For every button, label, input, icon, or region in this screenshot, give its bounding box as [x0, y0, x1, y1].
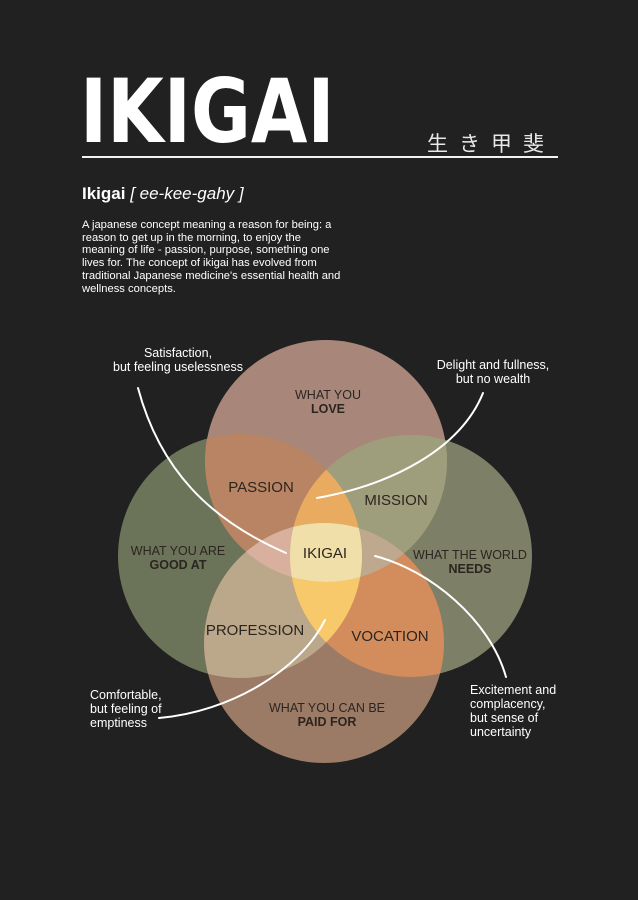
- label-passion: PASSION: [228, 479, 294, 496]
- annotation-top-left: Satisfaction, but feeling uselessness: [80, 346, 276, 374]
- term-description: A japanese concept meaning a reason for …: [82, 219, 341, 295]
- label-mission: MISSION: [364, 492, 427, 509]
- connector-top-right: [316, 392, 484, 499]
- label-good-at-line2: GOOD AT: [150, 558, 207, 572]
- title-divider: [82, 156, 558, 158]
- annotation-bottom-left: Comfortable, but feeling of emptiness: [90, 688, 200, 730]
- annotation-top-left-line2: but feeling uselessness: [113, 360, 243, 374]
- annotation-bottom-left-line3: emptiness: [90, 716, 147, 730]
- annotation-bottom-right-line1: Excitement and: [470, 683, 557, 697]
- annotation-top-right: Delight and fullness, but no wealth: [428, 358, 558, 386]
- annotation-bottom-right-line3: but sense of: [470, 711, 539, 725]
- label-vocation: VOCATION: [351, 628, 428, 645]
- label-world-needs-line2: NEEDS: [448, 562, 491, 576]
- term-word: Ikigai: [82, 184, 126, 203]
- term-heading: Ikigai [ ee-kee-gahy ]: [82, 184, 244, 204]
- connector-top-left: [137, 387, 287, 554]
- label-profession: PROFESSION: [206, 622, 304, 639]
- annotation-top-right-line2: but no wealth: [455, 372, 531, 386]
- annotation-bottom-right-line4: uncertainty: [470, 725, 532, 739]
- annotation-bottom-right: Excitement and complacency, but sense of…: [470, 683, 590, 739]
- kanji-subtitle: 生き甲斐: [427, 132, 555, 156]
- annotation-bottom-right-line2: complacency,: [470, 697, 546, 711]
- annotation-bottom-left-line2: but feeling of: [90, 702, 162, 716]
- label-paid-for-line1: WHAT YOU CAN BE: [269, 701, 385, 715]
- annotation-bottom-left-line1: Comfortable,: [90, 688, 162, 702]
- connector-bottom-left: [158, 619, 326, 719]
- label-world-needs-line1: WHAT THE WORLD: [413, 548, 527, 562]
- annotation-top-right-line1: Delight and fullness,: [436, 358, 550, 372]
- label-love-line2: LOVE: [311, 402, 345, 416]
- term-pronunciation: [ ee-kee-gahy ]: [130, 184, 244, 203]
- label-paid-for-line2: PAID FOR: [298, 715, 357, 729]
- label-good-at-line1: WHAT YOU ARE: [131, 544, 225, 558]
- connector-bottom-right: [374, 555, 507, 678]
- page-title: IKIGAI: [80, 60, 335, 163]
- label-love-line1: WHAT YOU: [295, 388, 361, 402]
- label-ikigai: IKIGAI: [303, 545, 347, 562]
- annotation-top-left-line1: Satisfaction,: [143, 346, 213, 360]
